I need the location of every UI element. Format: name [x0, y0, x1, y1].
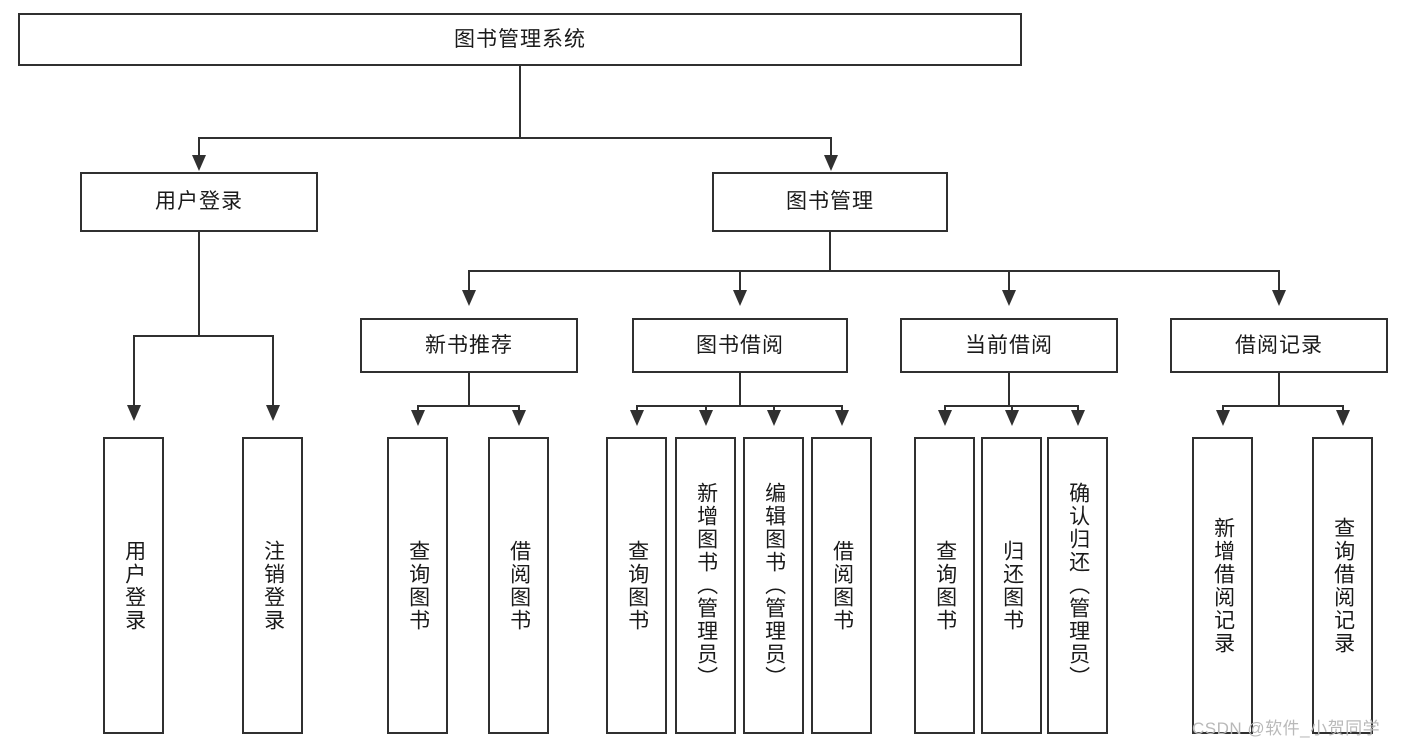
edge-bb-to-leaf1	[636, 405, 638, 413]
node-leaf-confirm-return[interactable]: 确认归还（管理员）	[1047, 437, 1108, 734]
node-leaf-return-book[interactable]: 归还图书	[981, 437, 1042, 734]
node-label: 新增借阅记录	[1211, 516, 1235, 655]
node-label: 借阅图书	[507, 539, 531, 632]
node-label: 查询图书	[406, 539, 430, 632]
arrow-cb-to-leaf1	[938, 410, 952, 426]
csdn-watermark: CSDN @软件_小贺同学	[1192, 719, 1381, 738]
arrow-user-login-to-leaf1	[127, 405, 141, 421]
node-label: 图书管理系统	[454, 27, 586, 51]
node-label: 图书管理	[786, 190, 874, 214]
edge-bb-to-leaf2	[705, 405, 707, 413]
edge-br-to-leaf2	[1342, 405, 1344, 413]
node-label: 用户登录	[122, 539, 146, 632]
node-borrow-record[interactable]: 借阅记录	[1170, 318, 1388, 373]
edge-root-stem	[519, 66, 521, 138]
arrow-bm-to-borrow-record	[1272, 290, 1286, 306]
arrow-root-to-user-login	[192, 155, 206, 171]
edge-cb-to-leaf2	[1011, 405, 1013, 413]
arrow-root-to-book-manage	[824, 155, 838, 171]
edge-br-bus	[1222, 405, 1344, 407]
edge-bb-to-leaf3	[773, 405, 775, 413]
edge-book-manage-bus	[468, 270, 1280, 272]
arrow-nbr-to-leaf2	[512, 410, 526, 426]
node-label: 查询图书	[933, 539, 957, 632]
arrow-bm-to-new-book-rec	[462, 290, 476, 306]
edge-nbr-to-leaf2	[518, 405, 520, 413]
edge-bm-to-book-borrow	[739, 270, 741, 292]
edge-br-to-leaf1	[1222, 405, 1224, 413]
arrow-nbr-to-leaf1	[411, 410, 425, 426]
node-leaf-logout-login[interactable]: 注销登录	[242, 437, 303, 734]
edge-cb-stem	[1008, 373, 1010, 407]
node-user-login[interactable]: 用户登录	[80, 172, 318, 232]
edge-bm-to-new-book-rec	[468, 270, 470, 292]
arrow-bb-to-leaf4	[835, 410, 849, 426]
arrow-cb-to-leaf3	[1071, 410, 1085, 426]
node-label: 新增图书（管理员）	[694, 482, 718, 689]
edge-br-stem	[1278, 373, 1280, 407]
edge-bb-bus	[636, 405, 843, 407]
node-leaf-borrow-book-2[interactable]: 借阅图书	[811, 437, 872, 734]
edge-bm-to-borrow-record	[1278, 270, 1280, 292]
node-label: 用户登录	[155, 190, 243, 214]
arrow-br-to-leaf2	[1336, 410, 1350, 426]
node-label: 借阅图书	[830, 539, 854, 632]
node-label: 归还图书	[1000, 539, 1024, 632]
edge-book-manage-stem	[829, 232, 831, 272]
node-current-borrow[interactable]: 当前借阅	[900, 318, 1118, 373]
node-leaf-borrow-book-1[interactable]: 借阅图书	[488, 437, 549, 734]
edge-root-bus	[198, 137, 832, 139]
node-label: 借阅记录	[1235, 333, 1323, 357]
node-label: 新书推荐	[425, 333, 513, 357]
edge-cb-to-leaf3	[1077, 405, 1079, 413]
node-leaf-query-book-1[interactable]: 查询图书	[387, 437, 448, 734]
edge-nbr-to-leaf1	[417, 405, 419, 413]
node-label: 编辑图书（管理员）	[762, 482, 786, 689]
node-book-borrow[interactable]: 图书借阅	[632, 318, 848, 373]
arrow-bb-to-leaf2	[699, 410, 713, 426]
node-leaf-query-book-3[interactable]: 查询图书	[914, 437, 975, 734]
node-leaf-query-record[interactable]: 查询借阅记录	[1312, 437, 1373, 734]
edge-bb-to-leaf4	[841, 405, 843, 413]
node-label: 确认归还（管理员）	[1066, 482, 1090, 689]
edge-user-login-bus	[133, 335, 274, 337]
node-leaf-edit-book[interactable]: 编辑图书（管理员）	[743, 437, 804, 734]
arrow-bm-to-book-borrow	[733, 290, 747, 306]
arrow-bm-to-current-borrow	[1002, 290, 1016, 306]
node-label: 注销登录	[261, 539, 285, 632]
node-label: 图书借阅	[696, 333, 784, 357]
node-leaf-user-login[interactable]: 用户登录	[103, 437, 164, 734]
edge-user-login-to-leaf1	[133, 335, 135, 407]
edge-user-login-to-leaf2	[272, 335, 274, 407]
node-leaf-add-record[interactable]: 新增借阅记录	[1192, 437, 1253, 734]
arrow-user-login-to-leaf2	[266, 405, 280, 421]
node-label: 查询借阅记录	[1331, 516, 1355, 655]
node-leaf-add-book[interactable]: 新增图书（管理员）	[675, 437, 736, 734]
edge-bb-stem	[739, 373, 741, 407]
edge-cb-to-leaf1	[944, 405, 946, 413]
arrow-bb-to-leaf3	[767, 410, 781, 426]
edge-root-to-book-manage	[830, 137, 832, 157]
node-leaf-query-book-2[interactable]: 查询图书	[606, 437, 667, 734]
node-book-manage[interactable]: 图书管理	[712, 172, 948, 232]
arrow-br-to-leaf1	[1216, 410, 1230, 426]
edge-nbr-stem	[468, 373, 470, 407]
node-label: 当前借阅	[965, 333, 1053, 357]
edge-bm-to-current-borrow	[1008, 270, 1010, 292]
arrow-cb-to-leaf2	[1005, 410, 1019, 426]
edge-root-to-user-login	[198, 137, 200, 157]
node-new-book-rec[interactable]: 新书推荐	[360, 318, 578, 373]
arrow-bb-to-leaf1	[630, 410, 644, 426]
node-root-system[interactable]: 图书管理系统	[18, 13, 1022, 66]
edge-nbr-bus	[417, 405, 520, 407]
node-label: 查询图书	[625, 539, 649, 632]
edge-user-login-stem	[198, 232, 200, 336]
